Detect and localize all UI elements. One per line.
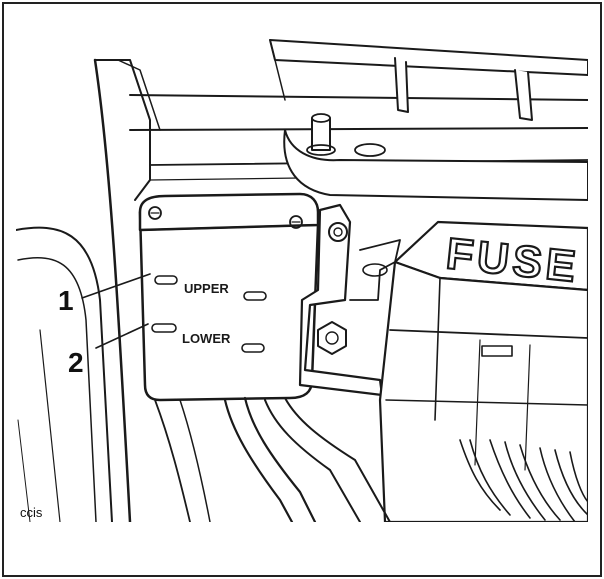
upper-level-label: UPPER bbox=[184, 281, 229, 296]
footer-tag: ccis bbox=[20, 505, 43, 520]
reservoir-bracket bbox=[298, 203, 384, 397]
lower-mark-right bbox=[241, 343, 265, 353]
callout-2-number: 2 bbox=[68, 347, 84, 378]
cap-screw-left bbox=[148, 206, 162, 220]
cap-screw-right bbox=[289, 215, 303, 229]
mounting-plate bbox=[283, 129, 588, 201]
hose-2 bbox=[264, 399, 361, 522]
callout-1-number: 1 bbox=[58, 285, 74, 316]
fuse-box-latch bbox=[481, 345, 513, 357]
upper-rail bbox=[129, 94, 588, 101]
callout-1-leader bbox=[81, 273, 151, 299]
wiring-harness bbox=[459, 439, 501, 511]
lower-level-label: LOWER bbox=[182, 331, 231, 346]
lower-mark-left bbox=[151, 323, 177, 333]
left-panel bbox=[93, 58, 132, 522]
hose-1 bbox=[223, 398, 294, 522]
upper-mark-left bbox=[154, 275, 178, 285]
reservoir-body bbox=[138, 206, 320, 402]
callout-2-leader bbox=[95, 323, 149, 349]
bracket-bolt-hole bbox=[328, 222, 348, 242]
fuse-box-front bbox=[378, 260, 588, 522]
bracket-bolt bbox=[317, 321, 347, 355]
upper-mark-right bbox=[243, 291, 267, 301]
reservoir-cap bbox=[138, 192, 320, 232]
